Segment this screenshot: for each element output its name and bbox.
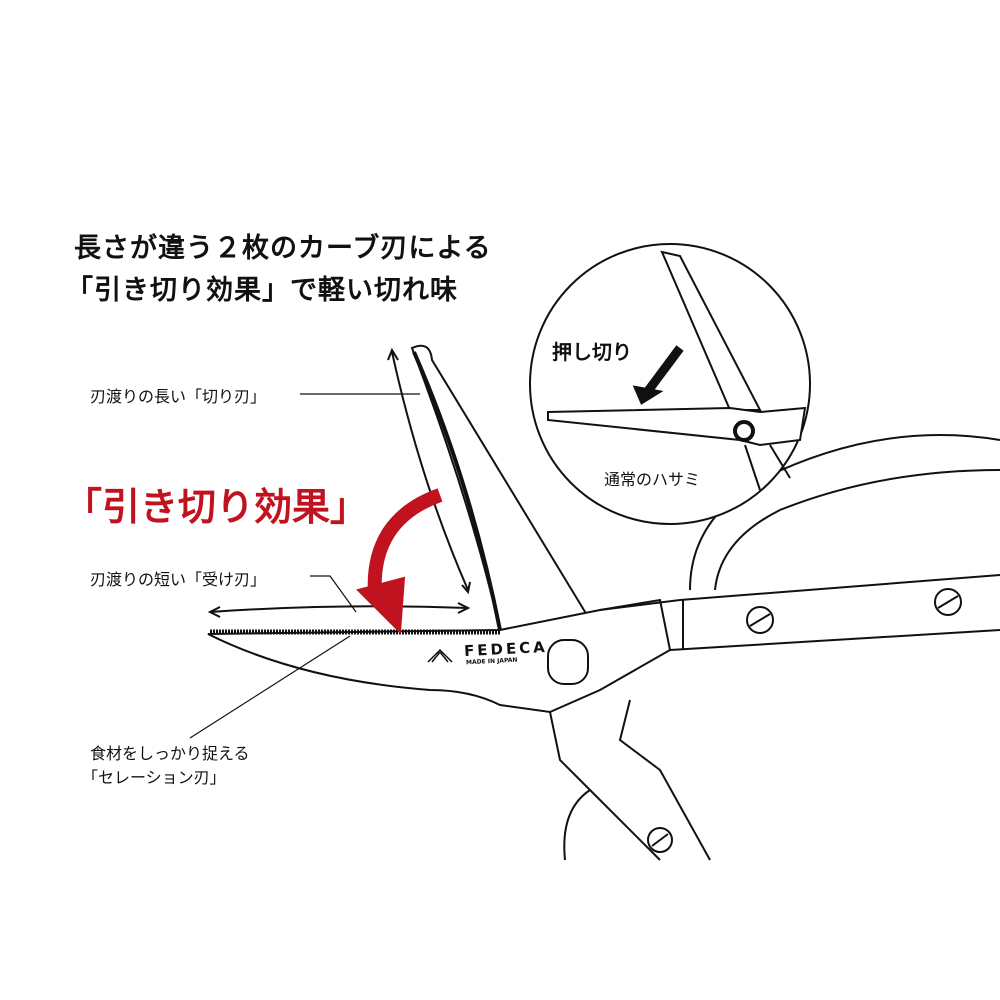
serration-label-line2: 「セレーション刃」 <box>82 768 226 787</box>
long-blade-label: 刃渡りの長い「切り刃」 <box>90 387 267 406</box>
headline-line2: 「引き切り効果」で軽い切れ味 <box>66 275 458 306</box>
pull-cut-effect-label: 「引き切り効果」 <box>64 485 369 529</box>
push-cut-label: 押し切り <box>552 340 632 364</box>
fuji-logo-icon <box>427 648 453 663</box>
headline-line1: 長さが違う２枚のカーブ刃による <box>74 233 492 264</box>
short-blade-label: 刃渡りの短い「受け刃」 <box>90 570 267 589</box>
normal-scissors-label: 通常のハサミ <box>604 470 701 489</box>
serration-label-line1: 食材をしっかり捉える <box>90 744 250 763</box>
